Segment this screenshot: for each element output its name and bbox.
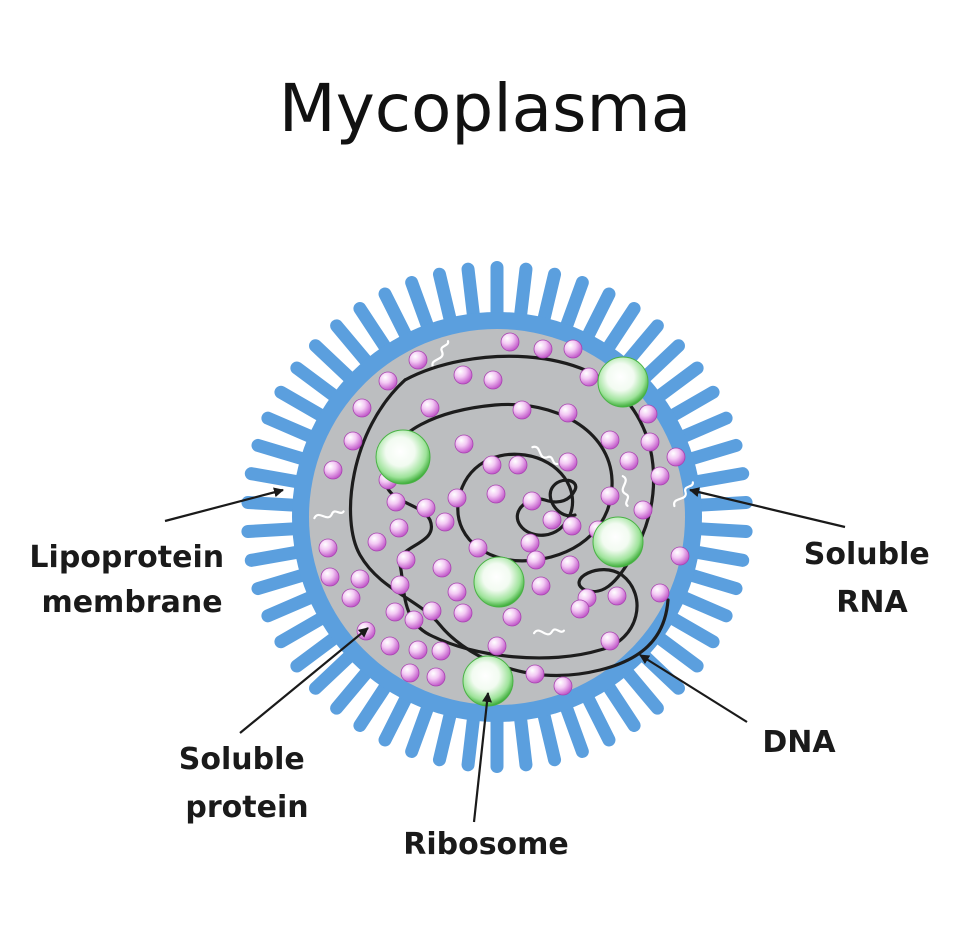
protein-particle — [570, 599, 590, 619]
protein-particle — [341, 588, 361, 608]
protein-particle — [453, 365, 473, 385]
soluble-protein-particles — [318, 332, 690, 696]
ribosome-particle — [375, 429, 431, 485]
rna-strand — [531, 445, 559, 466]
protein-particle — [531, 576, 551, 596]
protein-particle — [640, 432, 660, 452]
protein-particle — [318, 538, 338, 558]
protein-particle — [633, 500, 653, 520]
rna-strand — [313, 510, 345, 520]
protein-particle — [422, 601, 442, 621]
protein-particle — [520, 533, 540, 553]
protein-particle — [508, 455, 528, 475]
protein-particle — [343, 431, 363, 451]
protein-particle — [650, 466, 670, 486]
protein-particle — [650, 583, 670, 603]
protein-particle — [416, 498, 436, 518]
protein-particle — [408, 640, 428, 660]
protein-particle — [483, 370, 503, 390]
protein-particle — [385, 602, 405, 622]
protein-particle — [638, 404, 658, 424]
protein-particle — [563, 339, 583, 359]
protein-particle — [352, 398, 372, 418]
label-soluble-rna: Soluble RNA — [804, 537, 940, 620]
protein-particle — [600, 486, 620, 506]
protein-particle — [404, 610, 424, 630]
protein-particle — [600, 631, 620, 651]
dna-strand-outer — [348, 378, 670, 677]
protein-particle — [542, 510, 562, 530]
protein-particle — [533, 339, 553, 359]
protein-particle — [396, 550, 416, 570]
protein-particle — [447, 582, 467, 602]
protein-particle — [426, 667, 446, 687]
arrow-ribosome — [472, 692, 492, 823]
protein-particle — [400, 663, 420, 683]
arrow-soluble-rna — [689, 487, 846, 529]
protein-particle — [487, 636, 507, 656]
protein-particle — [600, 430, 620, 450]
protein-particle — [502, 607, 522, 627]
label-arrows — [164, 487, 846, 823]
protein-particle — [512, 400, 532, 420]
ribosome-particle — [597, 356, 649, 408]
ribosome-particles — [375, 356, 649, 707]
protein-particle — [350, 569, 370, 589]
protein-particle — [320, 567, 340, 587]
protein-particle — [390, 575, 410, 595]
protein-particle — [454, 434, 474, 454]
ribosome-particle — [473, 556, 525, 608]
protein-particle — [522, 491, 542, 511]
label-soluble-protein: Soluble protein — [179, 742, 315, 825]
protein-particle — [562, 516, 582, 536]
protein-particle — [558, 403, 578, 423]
protein-particle — [607, 586, 627, 606]
protein-particle — [553, 676, 573, 696]
protein-particle — [435, 512, 455, 532]
protein-particle — [420, 398, 440, 418]
label-ribosome: Ribosome — [403, 827, 569, 862]
arrow-lipoprotein-membrane — [164, 487, 284, 523]
rna-strand — [621, 475, 630, 507]
protein-particle — [525, 664, 545, 684]
protein-particle — [670, 546, 690, 566]
protein-particle — [380, 636, 400, 656]
rna-strand — [532, 628, 566, 636]
protein-particle — [453, 603, 473, 623]
protein-particle — [378, 371, 398, 391]
protein-particle — [408, 350, 428, 370]
arrow-dna — [639, 654, 748, 723]
protein-particle — [619, 451, 639, 471]
protein-particle — [468, 538, 488, 558]
protein-particle — [389, 518, 409, 538]
rna-strand — [673, 481, 694, 508]
soluble-rna-strands — [313, 340, 694, 636]
protein-particle — [386, 492, 406, 512]
ribosome-particle — [592, 516, 644, 568]
arrow-soluble-protein — [239, 627, 369, 734]
protein-particle — [666, 447, 686, 467]
label-dna: DNA — [762, 725, 836, 760]
protein-particle — [323, 460, 343, 480]
protein-particle — [447, 488, 467, 508]
protein-particle — [431, 641, 451, 661]
protein-particle — [367, 532, 387, 552]
protein-particle — [432, 558, 452, 578]
protein-particle — [482, 455, 502, 475]
protein-particle — [526, 550, 546, 570]
protein-particle — [500, 332, 520, 352]
protein-particle — [560, 555, 580, 575]
protein-particle — [579, 367, 599, 387]
page-title: Mycoplasma — [279, 70, 691, 147]
ribosome-particle — [462, 655, 514, 707]
protein-particle — [486, 484, 506, 504]
protein-particle — [558, 452, 578, 472]
label-lipoprotein-membrane: Lipoprotein membrane — [29, 540, 234, 620]
mycoplasma-cell — [241, 261, 753, 773]
rna-strand — [431, 340, 450, 369]
